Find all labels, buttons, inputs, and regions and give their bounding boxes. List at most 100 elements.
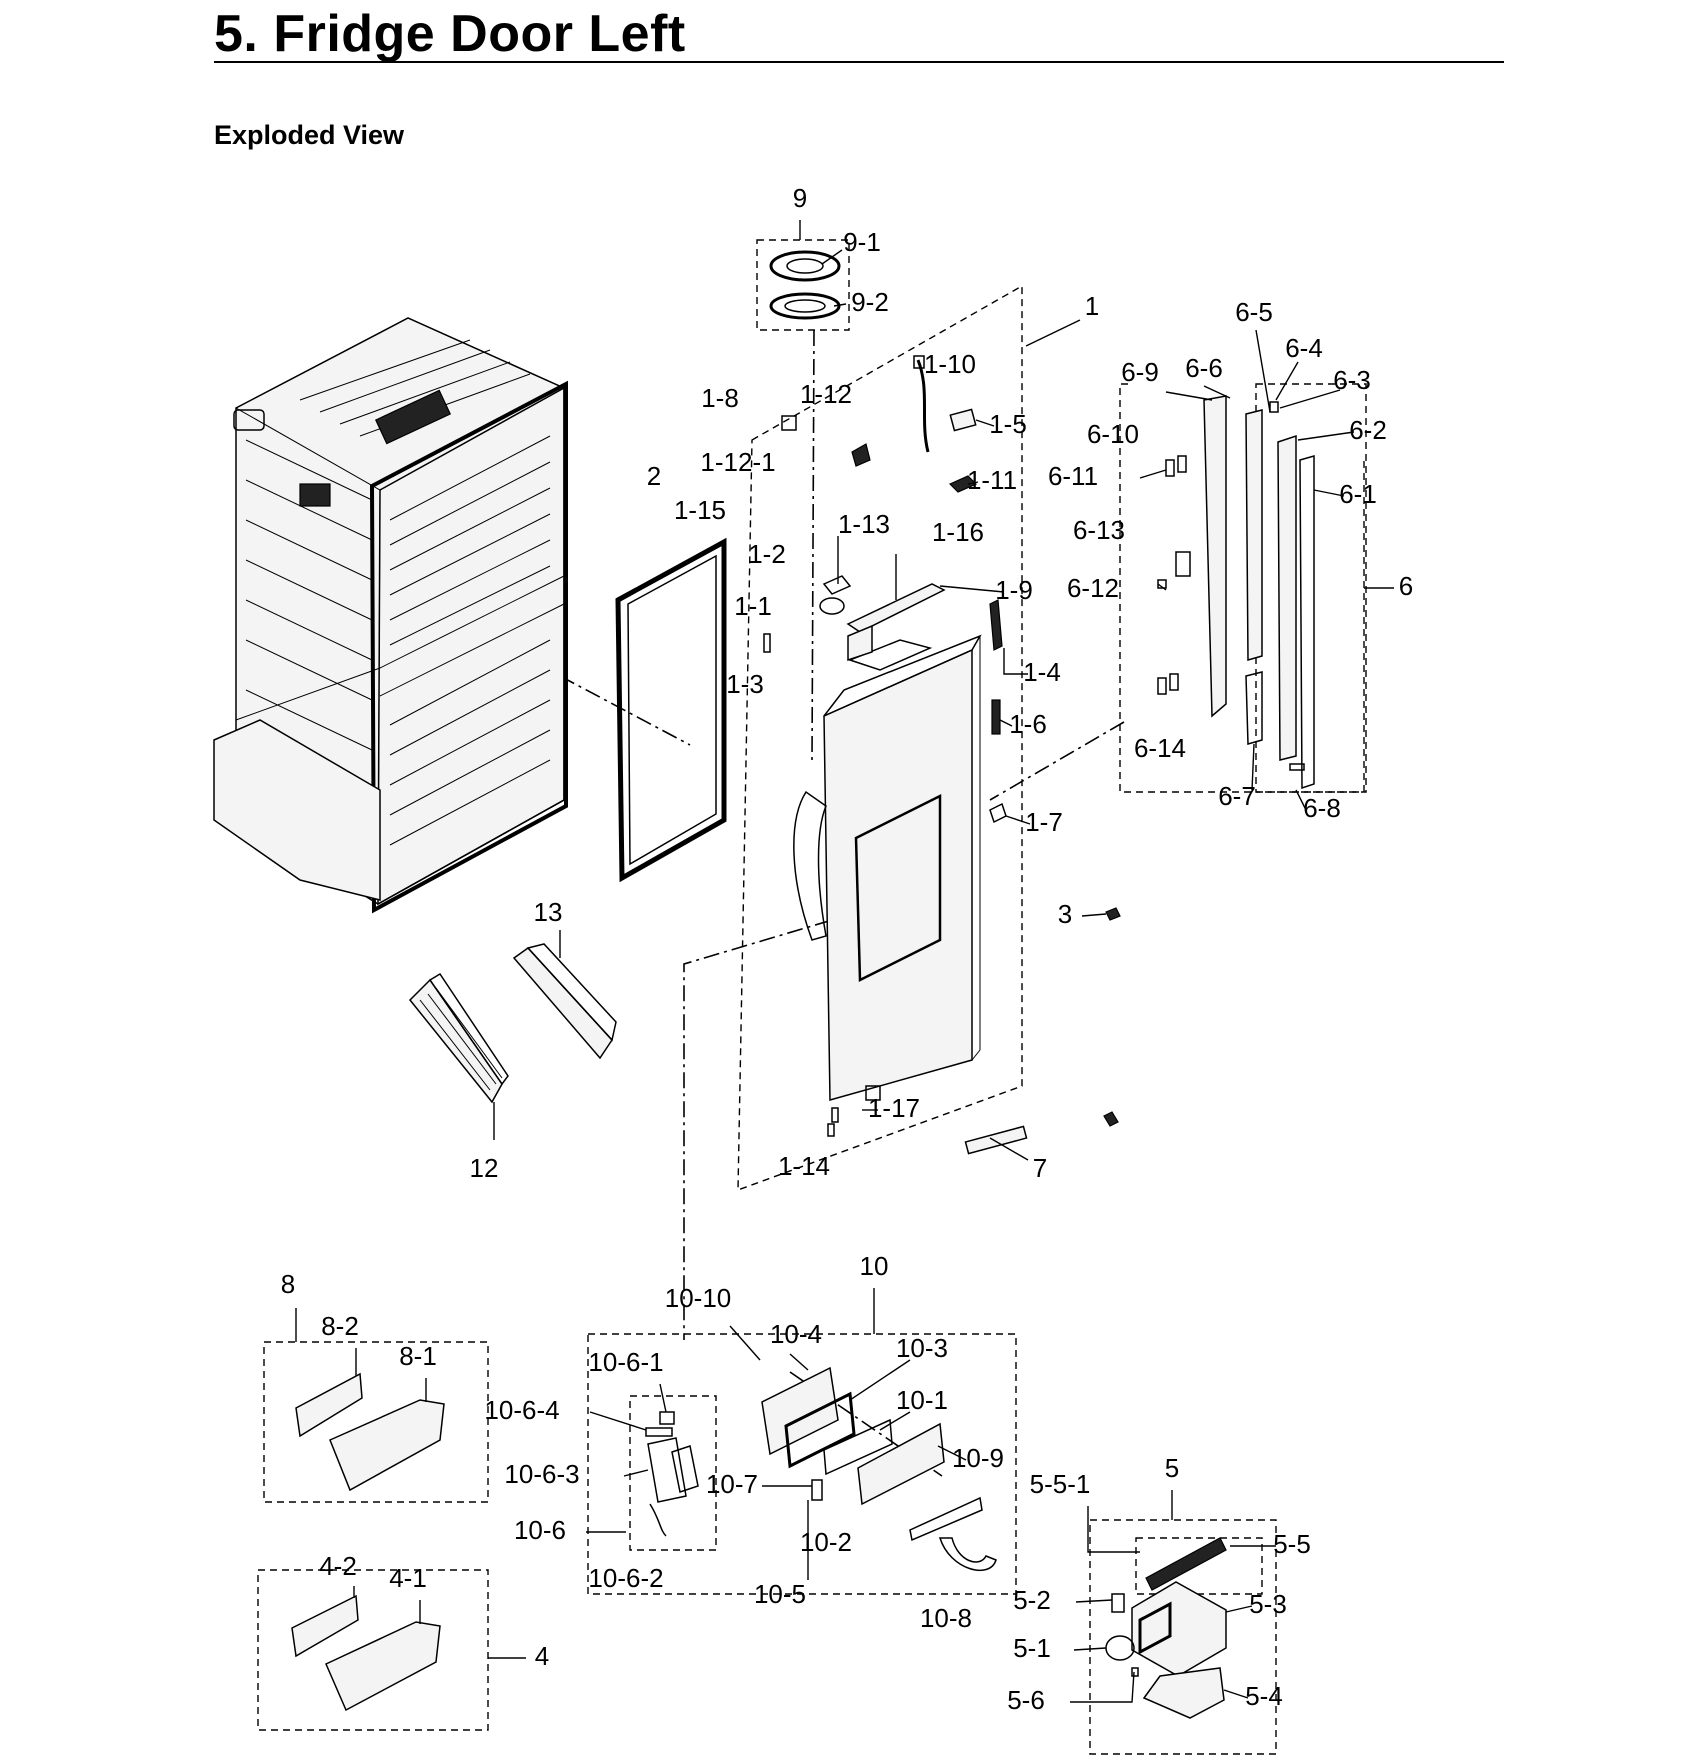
callout-6-11: 6-11 — [1048, 461, 1098, 491]
callout-1-13: 1-13 — [838, 509, 890, 539]
callout-1-16: 1-16 — [932, 517, 984, 547]
group-frame-6 — [1119, 383, 1365, 793]
callout-6: 6 — [1399, 571, 1413, 601]
group-frame-1 — [737, 284, 1023, 1192]
callout-1-2: 1-2 — [748, 539, 786, 569]
callout-6-7: 6-7 — [1218, 781, 1256, 811]
callout-10-3: 10-3 — [896, 1333, 948, 1363]
callout-6-12: 6-12 — [1067, 573, 1119, 603]
callout-6-6: 6-6 — [1185, 353, 1223, 383]
callout-10-7: 10-7 — [706, 1469, 758, 1499]
callout-10-8: 10-8 — [920, 1603, 972, 1633]
group-frame-6-sub — [1255, 383, 1367, 793]
callout-10: 10 — [860, 1251, 889, 1281]
part-12-bin — [408, 972, 509, 1104]
callout-3: 3 — [1058, 899, 1072, 929]
callout-10-6-1: 10-6-1 — [588, 1347, 663, 1377]
callout-1-7: 1-7 — [1025, 807, 1063, 837]
callout-4: 4 — [535, 1641, 549, 1671]
callout-6-10: 6-10 — [1087, 419, 1139, 449]
group-10-parts — [645, 1366, 997, 1571]
callout-5-1: 5-1 — [1013, 1633, 1051, 1663]
callout-10-6-2: 10-6-2 — [588, 1563, 663, 1593]
callout-10-2: 10-2 — [800, 1527, 852, 1557]
group-frame-9 — [756, 239, 850, 331]
leader-lines — [295, 220, 1394, 1703]
callout-6-8: 6-8 — [1303, 793, 1341, 823]
group-frame-8 — [263, 1341, 489, 1503]
callout-1-17: 1-17 — [868, 1093, 920, 1123]
group-frame-5 — [1089, 1519, 1277, 1755]
callout-10-6: 10-6 — [514, 1515, 566, 1545]
callout-9: 9 — [793, 183, 807, 213]
callout-5: 5 — [1165, 1453, 1179, 1483]
group-frame-4 — [257, 1569, 489, 1731]
callout-1-15: 1-15 — [674, 495, 726, 525]
group-9-rings — [769, 250, 841, 320]
callout-6-14: 6-14 — [1134, 733, 1186, 763]
callout-6-4: 6-4 — [1285, 333, 1323, 363]
callout-6-5: 6-5 — [1235, 297, 1273, 327]
callout-1-3: 1-3 — [726, 669, 764, 699]
callout-1-12: 1-12 — [800, 379, 852, 409]
callout-2: 2 — [647, 461, 661, 491]
callout-1-9: 1-9 — [995, 575, 1033, 605]
callout-1: 1 — [1085, 291, 1099, 321]
callout-8-1: 8-1 — [399, 1341, 437, 1371]
group-1-small-parts — [763, 355, 1121, 1155]
part-13-cover — [512, 943, 617, 1060]
callout-5-5: 5-5 — [1273, 1529, 1311, 1559]
callout-9-1: 9-1 — [843, 227, 881, 257]
callout-10-6-4: 10-6-4 — [484, 1395, 559, 1425]
callout-6-3: 6-3 — [1333, 365, 1371, 395]
callout-10-4: 10-4 — [770, 1319, 822, 1349]
group-5-parts — [1105, 1537, 1227, 1719]
callout-10-5: 10-5 — [754, 1579, 806, 1609]
part-1-door-body — [793, 634, 982, 1101]
callout-5-5-1: 5-5-1 — [1030, 1469, 1091, 1499]
callout-5-4: 5-4 — [1245, 1681, 1283, 1711]
callout-4-2: 4-2 — [319, 1551, 357, 1581]
callout-1-14: 1-14 — [778, 1151, 830, 1181]
callout-1-8: 1-8 — [701, 383, 739, 413]
callout-6-9: 6-9 — [1121, 357, 1159, 387]
title-rule — [214, 61, 1504, 63]
callout-10-1: 10-1 — [896, 1385, 948, 1415]
callout-6-2: 6-2 — [1349, 415, 1387, 445]
page-title: 5. Fridge Door Left — [214, 5, 686, 63]
group-frame-10 — [587, 1333, 1017, 1595]
callout-13: 13 — [534, 897, 563, 927]
group-4-parts — [291, 1594, 441, 1712]
callout-1-1: 1-1 — [734, 591, 772, 621]
group-frames — [257, 239, 1367, 1755]
callout-1-6: 1-6 — [1009, 709, 1047, 739]
callout-10-9: 10-9 — [952, 1443, 1004, 1473]
callout-5-3: 5-3 — [1249, 1589, 1287, 1619]
callout-9-2: 9-2 — [851, 287, 889, 317]
callout-4-1: 4-1 — [389, 1563, 427, 1593]
callout-1-5: 1-5 — [989, 409, 1027, 439]
refrigerator-cabinet — [213, 317, 568, 914]
callout-7: 7 — [1033, 1153, 1047, 1183]
section-heading: Exploded View — [214, 120, 405, 150]
callout-1-11: 1-11 — [967, 465, 1017, 495]
group-frame-10-6 — [629, 1395, 717, 1551]
callout-5-6: 5-6 — [1007, 1685, 1045, 1715]
group-8-parts — [295, 1372, 445, 1492]
callout-1-4: 1-4 — [1023, 657, 1061, 687]
callout-12: 12 — [470, 1153, 499, 1183]
group-frame-5-5 — [1135, 1537, 1263, 1595]
callout-1-12-1: 1-12-1 — [700, 447, 775, 477]
callout-10-10: 10-10 — [665, 1283, 732, 1313]
callout-10-6-3: 10-6-3 — [504, 1459, 579, 1489]
callout-8: 8 — [281, 1269, 295, 1299]
callout-5-2: 5-2 — [1013, 1585, 1051, 1615]
part-2-door-gasket — [615, 537, 727, 883]
callout-6-1: 6-1 — [1339, 479, 1377, 509]
group-6-strips — [1157, 395, 1315, 790]
callout-6-13: 6-13 — [1073, 515, 1125, 545]
callout-1-10: 1-10 — [924, 349, 976, 379]
callout-8-2: 8-2 — [321, 1311, 359, 1341]
